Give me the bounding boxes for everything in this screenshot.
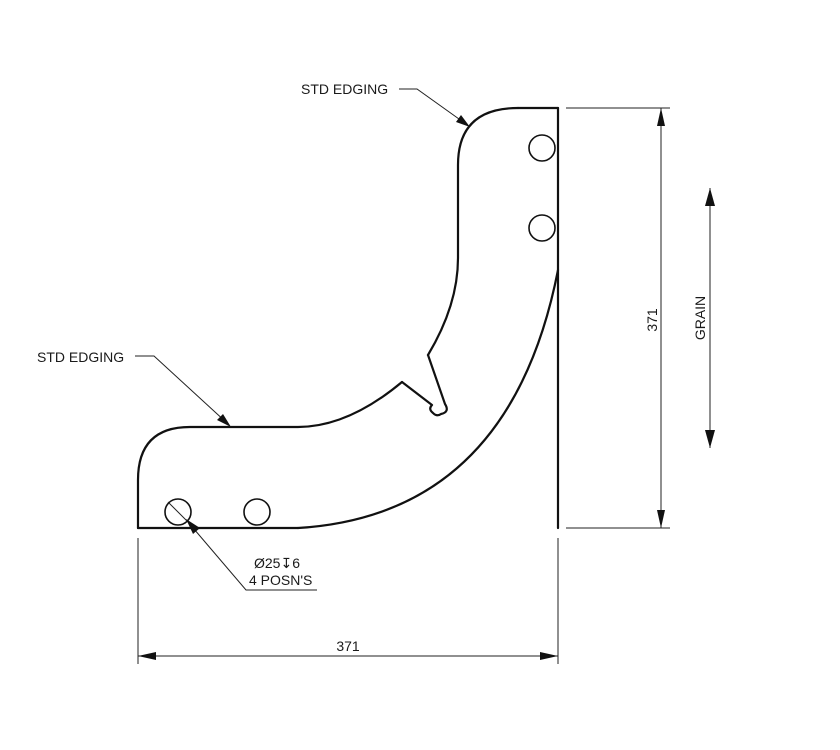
width-arrow-right	[540, 652, 558, 660]
edging-top-callout: STD EDGING	[301, 81, 470, 127]
hole-top-2	[528, 214, 556, 242]
hole-spec-line2: 4 POSN'S	[249, 572, 312, 588]
height-dimension: 371	[644, 108, 665, 528]
height-arrow-top	[657, 108, 665, 126]
edging-top-arrowhead	[456, 115, 470, 127]
hole-spec-callout: Ø25↧6 4 POSN'S	[167, 501, 317, 591]
width-dimension: 371	[138, 638, 558, 660]
edging-left-label: STD EDGING	[37, 349, 124, 365]
outline-inner-curve	[136, 380, 404, 530]
outline-outer-arc	[296, 268, 560, 530]
edging-left-arrowhead	[217, 414, 231, 427]
edging-top-label: STD EDGING	[301, 81, 388, 97]
grain-arrow-up	[705, 188, 715, 206]
outline-notch	[400, 353, 448, 417]
edging-left-callout: STD EDGING	[37, 349, 231, 427]
width-dimension-text: 371	[336, 638, 360, 654]
hole-spec-leader	[187, 521, 317, 591]
width-arrow-left	[138, 652, 156, 660]
height-dimension-text: 371	[644, 308, 660, 332]
edging-top-leader	[399, 88, 467, 125]
hole-leader-through	[167, 501, 189, 523]
height-arrow-bottom	[657, 510, 665, 528]
hole-top-1	[528, 134, 556, 162]
grain-label: GRAIN	[692, 296, 708, 340]
hole-spec-arrowhead	[186, 519, 200, 534]
edging-left-leader	[135, 355, 228, 424]
hole-bottom-2	[243, 498, 271, 526]
grain-arrow-down	[705, 430, 715, 448]
outline-upper-arm	[426, 106, 520, 357]
extension-lines	[137, 107, 670, 664]
holes	[164, 134, 556, 526]
grain-indicator: GRAIN	[692, 188, 715, 448]
hole-spec-line1: Ø25↧6	[254, 555, 300, 571]
part-outline	[136, 106, 560, 530]
